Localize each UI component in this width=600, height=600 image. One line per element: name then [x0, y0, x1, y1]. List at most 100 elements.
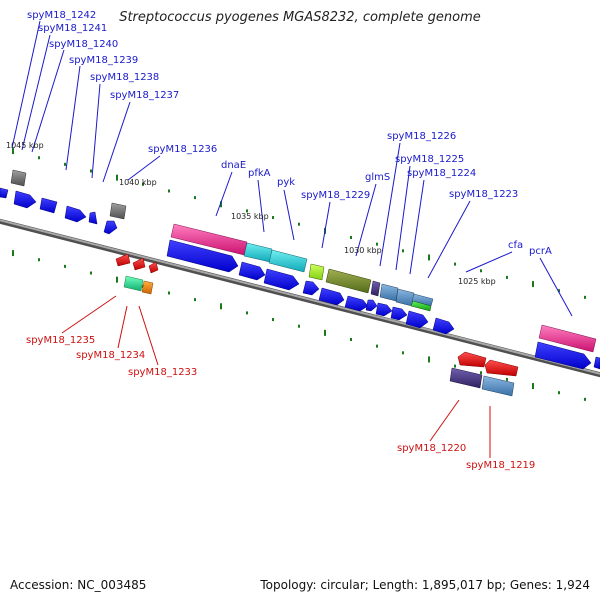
gene-pfkA-box[interactable]: [243, 242, 273, 263]
gene-forward-arrow[interactable]: [88, 211, 98, 225]
label-leader-line: [465, 251, 513, 273]
gene-spyM18_1225-box[interactable]: [379, 283, 399, 302]
gene-forward-arrow[interactable]: [390, 306, 408, 321]
gene-label-spyM18_1237[interactable]: spyM18_1237: [110, 90, 179, 101]
scale-tick: [376, 242, 378, 246]
gene-label-pyk[interactable]: pyk: [277, 177, 295, 188]
gene-forward-arrow[interactable]: [64, 205, 87, 223]
label-leader-line: [65, 65, 81, 171]
scale-label: 1045 kbp: [6, 141, 44, 150]
scale-tick: [506, 275, 508, 279]
gene-label-dnaE[interactable]: dnaE: [221, 160, 246, 171]
label-leader-line: [21, 34, 51, 151]
gene-label-spyM18_1240[interactable]: spyM18_1240: [49, 39, 118, 50]
gene-label-spyM18_1224[interactable]: spyM18_1224: [407, 168, 476, 179]
scale-tick: [168, 291, 170, 295]
gene-spyM18_1234-box[interactable]: [123, 275, 144, 292]
gene-spyM18_1229-arrow[interactable]: [318, 287, 345, 306]
gene-forward-arrow[interactable]: [365, 299, 378, 312]
gene-label-spyM18_1223[interactable]: spyM18_1223: [449, 189, 518, 200]
gene-forward-arrow[interactable]: [593, 356, 600, 370]
gene-spyM18_1234b-arrow[interactable]: [148, 261, 159, 274]
scale-tick: [532, 281, 534, 288]
scale-tick: [220, 201, 222, 208]
label-leader-line: [283, 189, 295, 241]
scale-label: 1040 kbp: [119, 178, 157, 187]
scale-label: 1025 kbp: [458, 277, 496, 286]
scale-tick: [246, 311, 248, 315]
gene-label-spyM18_1242[interactable]: spyM18_1242: [27, 10, 96, 21]
gene-pfkA-arrow[interactable]: [238, 261, 266, 281]
gene-spyM18_1220a-arrow[interactable]: [457, 351, 487, 368]
gene-forward-arrow[interactable]: [39, 197, 58, 214]
gene-forward-arrow[interactable]: [13, 190, 37, 209]
gene-label-spyM18_1233[interactable]: spyM18_1233: [128, 367, 197, 378]
scale-tick: [558, 391, 560, 395]
scale-tick: [38, 156, 40, 160]
gene-label-spyM18_1229[interactable]: spyM18_1229: [301, 190, 370, 201]
gene-pcrA-box[interactable]: [538, 324, 597, 353]
gene-forward-arrow[interactable]: [103, 220, 118, 235]
scale-tick: [402, 249, 404, 253]
gene-label-spyM18_1241[interactable]: spyM18_1241: [38, 23, 107, 34]
gene-label-spyM18_1239[interactable]: spyM18_1239: [69, 55, 138, 66]
genome-summary-text: Topology: circular; Length: 1,895,017 bp…: [260, 578, 590, 592]
gene-glmS-arrow[interactable]: [344, 295, 369, 312]
label-leader-line: [117, 305, 128, 349]
gene-spyM18_1234a-arrow[interactable]: [132, 257, 146, 271]
gene-spyM18_1224-box[interactable]: [395, 288, 415, 307]
gene-pyk-box[interactable]: [268, 249, 308, 273]
scale-tick: [428, 356, 430, 363]
gene-pcrA-arrow[interactable]: [534, 341, 592, 370]
gene-label-pfkA[interactable]: pfkA: [248, 168, 271, 179]
gene-spyM18_1235-arrow[interactable]: [115, 253, 131, 267]
gene-grey-box[interactable]: [109, 202, 127, 220]
label-leader-line: [427, 200, 471, 279]
label-leader-line: [379, 142, 401, 267]
gene-label-pcrA[interactable]: pcrA: [529, 246, 552, 257]
gene-spyM18_1226-box[interactable]: [370, 280, 381, 297]
gene-label-spyM18_1220[interactable]: spyM18_1220: [397, 443, 466, 454]
scale-tick: [532, 383, 534, 390]
gene-grey-box[interactable]: [10, 169, 27, 187]
scale-label: 1030 kbp: [344, 246, 382, 255]
gene-pyk-arrow[interactable]: [263, 268, 300, 291]
gene-label-spyM18_1238[interactable]: spyM18_1238: [90, 72, 159, 83]
scale-tick: [480, 371, 482, 375]
gene-label-glmS[interactable]: glmS: [365, 172, 390, 183]
scale-tick: [194, 298, 196, 302]
gene-forward-arrow[interactable]: [302, 280, 320, 296]
gene-label-spyM18_1236[interactable]: spyM18_1236: [148, 144, 217, 155]
gene-dnaE-arrow[interactable]: [166, 239, 239, 273]
gene-spyM18_1219-box[interactable]: [481, 375, 515, 397]
gene-spyM18_1233-box[interactable]: [141, 280, 154, 295]
gene-forward-arrow[interactable]: [375, 302, 393, 317]
gene-label-spyM18_1234[interactable]: spyM18_1234: [76, 350, 145, 361]
label-leader-line: [429, 399, 460, 442]
gene-spyM18_1220b-arrow[interactable]: [484, 359, 519, 377]
scale-tick: [246, 209, 248, 213]
scale-tick: [376, 344, 378, 348]
gene-forward-arrow[interactable]: [0, 187, 9, 199]
gene-spyM18_1220-box[interactable]: [449, 367, 483, 389]
scale-tick: [168, 189, 170, 193]
gene-label-spyM18_1235[interactable]: spyM18_1235: [26, 335, 95, 346]
gene-label-spyM18_1226[interactable]: spyM18_1226: [387, 131, 456, 142]
scale-tick: [90, 169, 92, 173]
scale-tick: [324, 329, 326, 336]
gene-spyM18_1223b-box[interactable]: [410, 300, 432, 312]
gene-label-spyM18_1219[interactable]: spyM18_1219: [466, 460, 535, 471]
scale-tick: [142, 182, 144, 186]
gene-label-spyM18_1225[interactable]: spyM18_1225: [395, 154, 464, 165]
scale-tick: [12, 148, 14, 155]
scale-label: 1035 kbp: [231, 212, 269, 221]
gene-forward-arrow[interactable]: [432, 317, 455, 335]
label-leader-line: [215, 171, 233, 217]
gene-spyM18_1229-box[interactable]: [308, 263, 325, 281]
genome-backbone: [0, 218, 600, 378]
reverse-label-leaders: [61, 295, 491, 458]
gene-glmS-box[interactable]: [325, 268, 372, 294]
gene-forward-arrow[interactable]: [405, 310, 429, 329]
gene-label-cfa[interactable]: cfa: [508, 240, 523, 251]
